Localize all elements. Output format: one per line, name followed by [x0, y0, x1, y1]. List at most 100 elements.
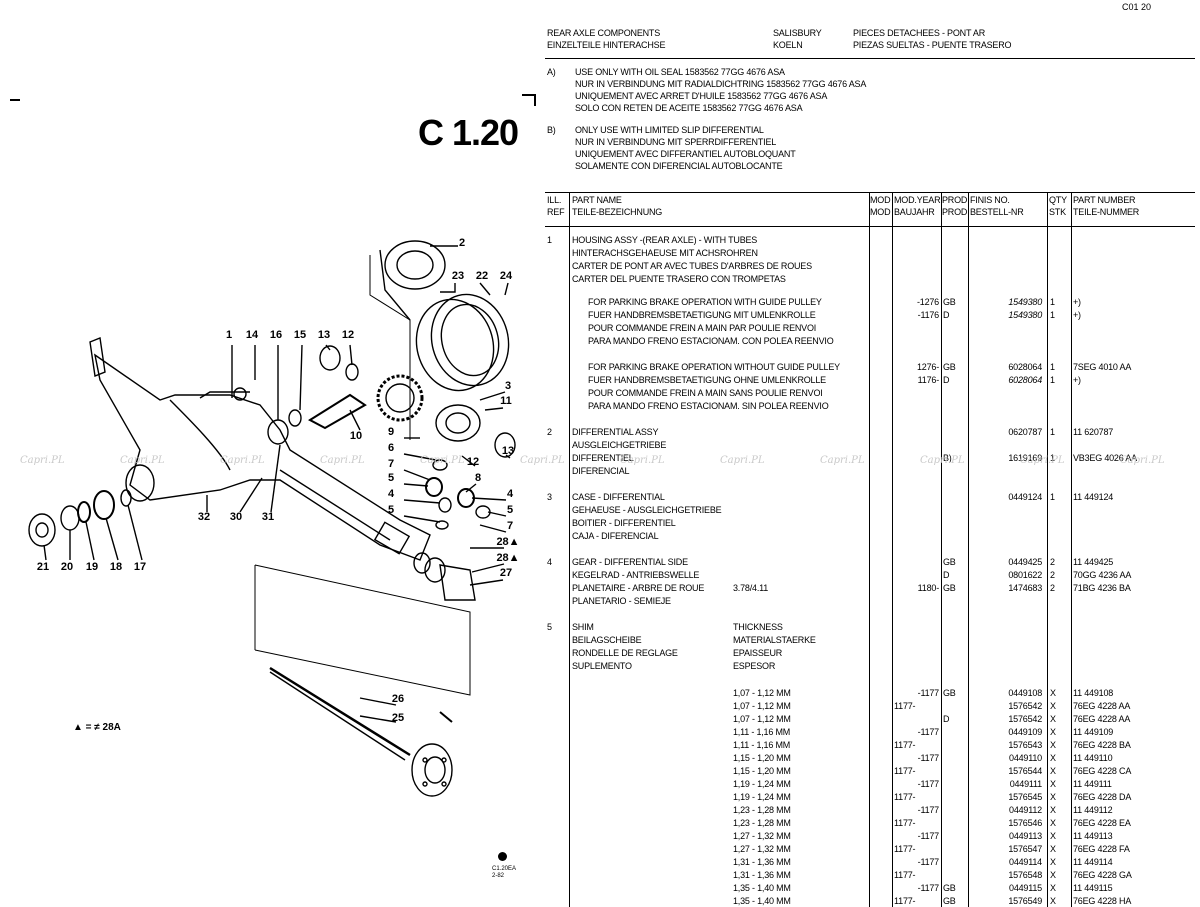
header-title-es: PIEZAS SUELTAS - PUENTE TRASERO — [853, 40, 1012, 50]
callout-number: 12 — [467, 456, 479, 468]
header-brand-de: KOELN — [773, 40, 803, 50]
callout-number: 17 — [134, 561, 146, 573]
header-brand-en: SALISBURY — [773, 28, 822, 38]
part-number: 11 449108 — [1073, 688, 1114, 698]
bearing — [319, 345, 341, 371]
watermark-text: Capri.PL — [20, 455, 65, 466]
mod-note-line: MATERIALSTAERKE — [733, 635, 816, 645]
part-name-line: FOR PARKING BRAKE OPERATION WITH GUIDE P… — [588, 297, 822, 307]
callout-number: 25 — [392, 712, 404, 724]
part-name-line: PARA MANDO FRENO ESTACIONAM. CON POLEA R… — [588, 336, 834, 346]
prod-code: GB — [943, 896, 956, 906]
mod-year: -1177 — [917, 831, 940, 841]
finis-number: 1549380 — [1008, 297, 1042, 307]
mod-year: 1177- — [894, 740, 916, 750]
part-number: 11 449111 — [1073, 779, 1112, 789]
part-number: 76EG 4228 HA — [1073, 896, 1132, 906]
part-number: 11 449124 — [1073, 492, 1114, 502]
quantity: X — [1050, 896, 1056, 906]
quantity: X — [1050, 883, 1056, 893]
legend-note: ▲ = ≠ 28A — [73, 722, 121, 733]
mod-note-line: EPAISSEUR — [733, 648, 783, 658]
quantity: X — [1050, 792, 1056, 802]
page-id: C01 20 — [1122, 2, 1152, 12]
note-line: NUR IN VERBINDUNG MIT RADIALDICHTRING 15… — [575, 79, 867, 89]
finis-number: 1619169 — [1008, 453, 1042, 463]
part-name-line: HOUSING ASSY -(REAR AXLE) - WITH TUBES — [572, 235, 758, 245]
part-number: +) — [1073, 297, 1081, 307]
watermark-text: Capri.PL — [1020, 455, 1065, 466]
mod-year: 1177- — [894, 701, 916, 711]
callout-number: 5 — [507, 504, 513, 516]
crop-mark — [522, 94, 536, 106]
part-number: 11 449115 — [1073, 883, 1113, 893]
callout-number: 4 — [507, 488, 514, 500]
part-name-line: KEGELRAD - ANTRIEBSWELLE — [572, 570, 700, 580]
finis-number: 1576544 — [1008, 766, 1042, 776]
callout-number: 18 — [110, 561, 122, 573]
quantity: 1 — [1050, 310, 1055, 320]
part-number: 11 620787 — [1073, 427, 1114, 437]
callout-number: 5 — [388, 504, 394, 516]
part-name-line: BEILAGSCHEIBE — [572, 635, 642, 645]
callout-number: 16 — [270, 329, 282, 341]
finis-number: 1576542 — [1008, 701, 1042, 711]
quantity: X — [1050, 766, 1056, 776]
finis-number: 0449111 — [1009, 779, 1043, 789]
quantity: 2 — [1050, 570, 1055, 580]
callout-number: 22 — [476, 270, 488, 282]
part-number: 70GG 4236 AA — [1073, 570, 1132, 580]
callout-number: 13 — [318, 329, 330, 341]
shim-thickness: 1,07 - 1,12 MM — [733, 688, 791, 698]
part-name-line: FOR PARKING BRAKE OPERATION WITHOUT GUID… — [588, 362, 840, 372]
axle-tube-end — [89, 337, 106, 377]
part-number: 76EG 4228 GA — [1073, 870, 1132, 880]
part-number: +) — [1073, 310, 1081, 320]
part-name-line: SHIM — [572, 622, 594, 632]
callout-number: 19 — [86, 561, 98, 573]
part-name-line: CASE - DIFFERENTIAL — [572, 492, 665, 502]
part-number: 11 449112 — [1073, 805, 1113, 815]
diff-carrier — [384, 240, 446, 290]
quantity: 1 — [1050, 375, 1055, 385]
prod-code: D — [943, 714, 950, 724]
part-number: 76EG 4228 EA — [1073, 818, 1131, 828]
mod-year: -1177 — [917, 805, 940, 815]
callout-number: 28▲ — [496, 552, 519, 564]
finis-number: 6028064 — [1008, 362, 1042, 372]
mod-year: -1177 — [917, 688, 940, 698]
shim-thickness: 1,31 - 1,36 MM — [733, 857, 791, 867]
callout-number: 31 — [262, 511, 274, 523]
shim-thickness: 1,11 - 1,16 MM — [733, 727, 791, 737]
watermark-text: Capri.PL — [920, 455, 965, 466]
watermark-text: Capri.PL — [520, 455, 565, 466]
shim-thickness: 1,07 - 1,12 MM — [733, 714, 791, 724]
part-name-line: CARTER DE PONT AR AVEC TUBES D'ARBRES DE… — [572, 261, 812, 271]
mod-year: 1180- — [917, 583, 940, 593]
callout-number: 13 — [502, 445, 514, 457]
watermark-text: Capri.PL — [220, 455, 265, 466]
page-title: C 1.20 — [418, 112, 519, 153]
rear-cover — [430, 293, 510, 387]
quantity: 2 — [1050, 557, 1055, 567]
shim-thickness: 1,27 - 1,32 MM — [733, 844, 791, 854]
callout-number: 11 — [500, 395, 512, 407]
header-title-en: REAR AXLE COMPONENTS — [547, 28, 661, 38]
quantity: X — [1050, 831, 1056, 841]
part-number: VB3EG 4026 AA — [1073, 453, 1137, 463]
ill-ref: 1 — [547, 235, 552, 245]
part-number: 76EG 4228 DA — [1073, 792, 1132, 802]
callout-number: 24 — [500, 270, 513, 282]
mod-year: 1177- — [894, 792, 916, 802]
callout-number: 14 — [246, 329, 259, 341]
prod-code: GB — [943, 883, 956, 893]
part-name-line: POUR COMMANDE FREIN A MAIN PAR POULIE RE… — [588, 323, 817, 333]
part-name-line: SUPLEMENTO — [572, 661, 632, 671]
shim-thickness: 1,31 - 1,36 MM — [733, 870, 791, 880]
part-name-line: CARTER DEL PUENTE TRASERO CON TROMPETAS — [572, 274, 786, 284]
part-name-line: AUSGLEICHGETRIEBE — [572, 440, 667, 450]
part-name-line: PARA MANDO FRENO ESTACIONAM. SIN POLEA R… — [588, 401, 829, 411]
